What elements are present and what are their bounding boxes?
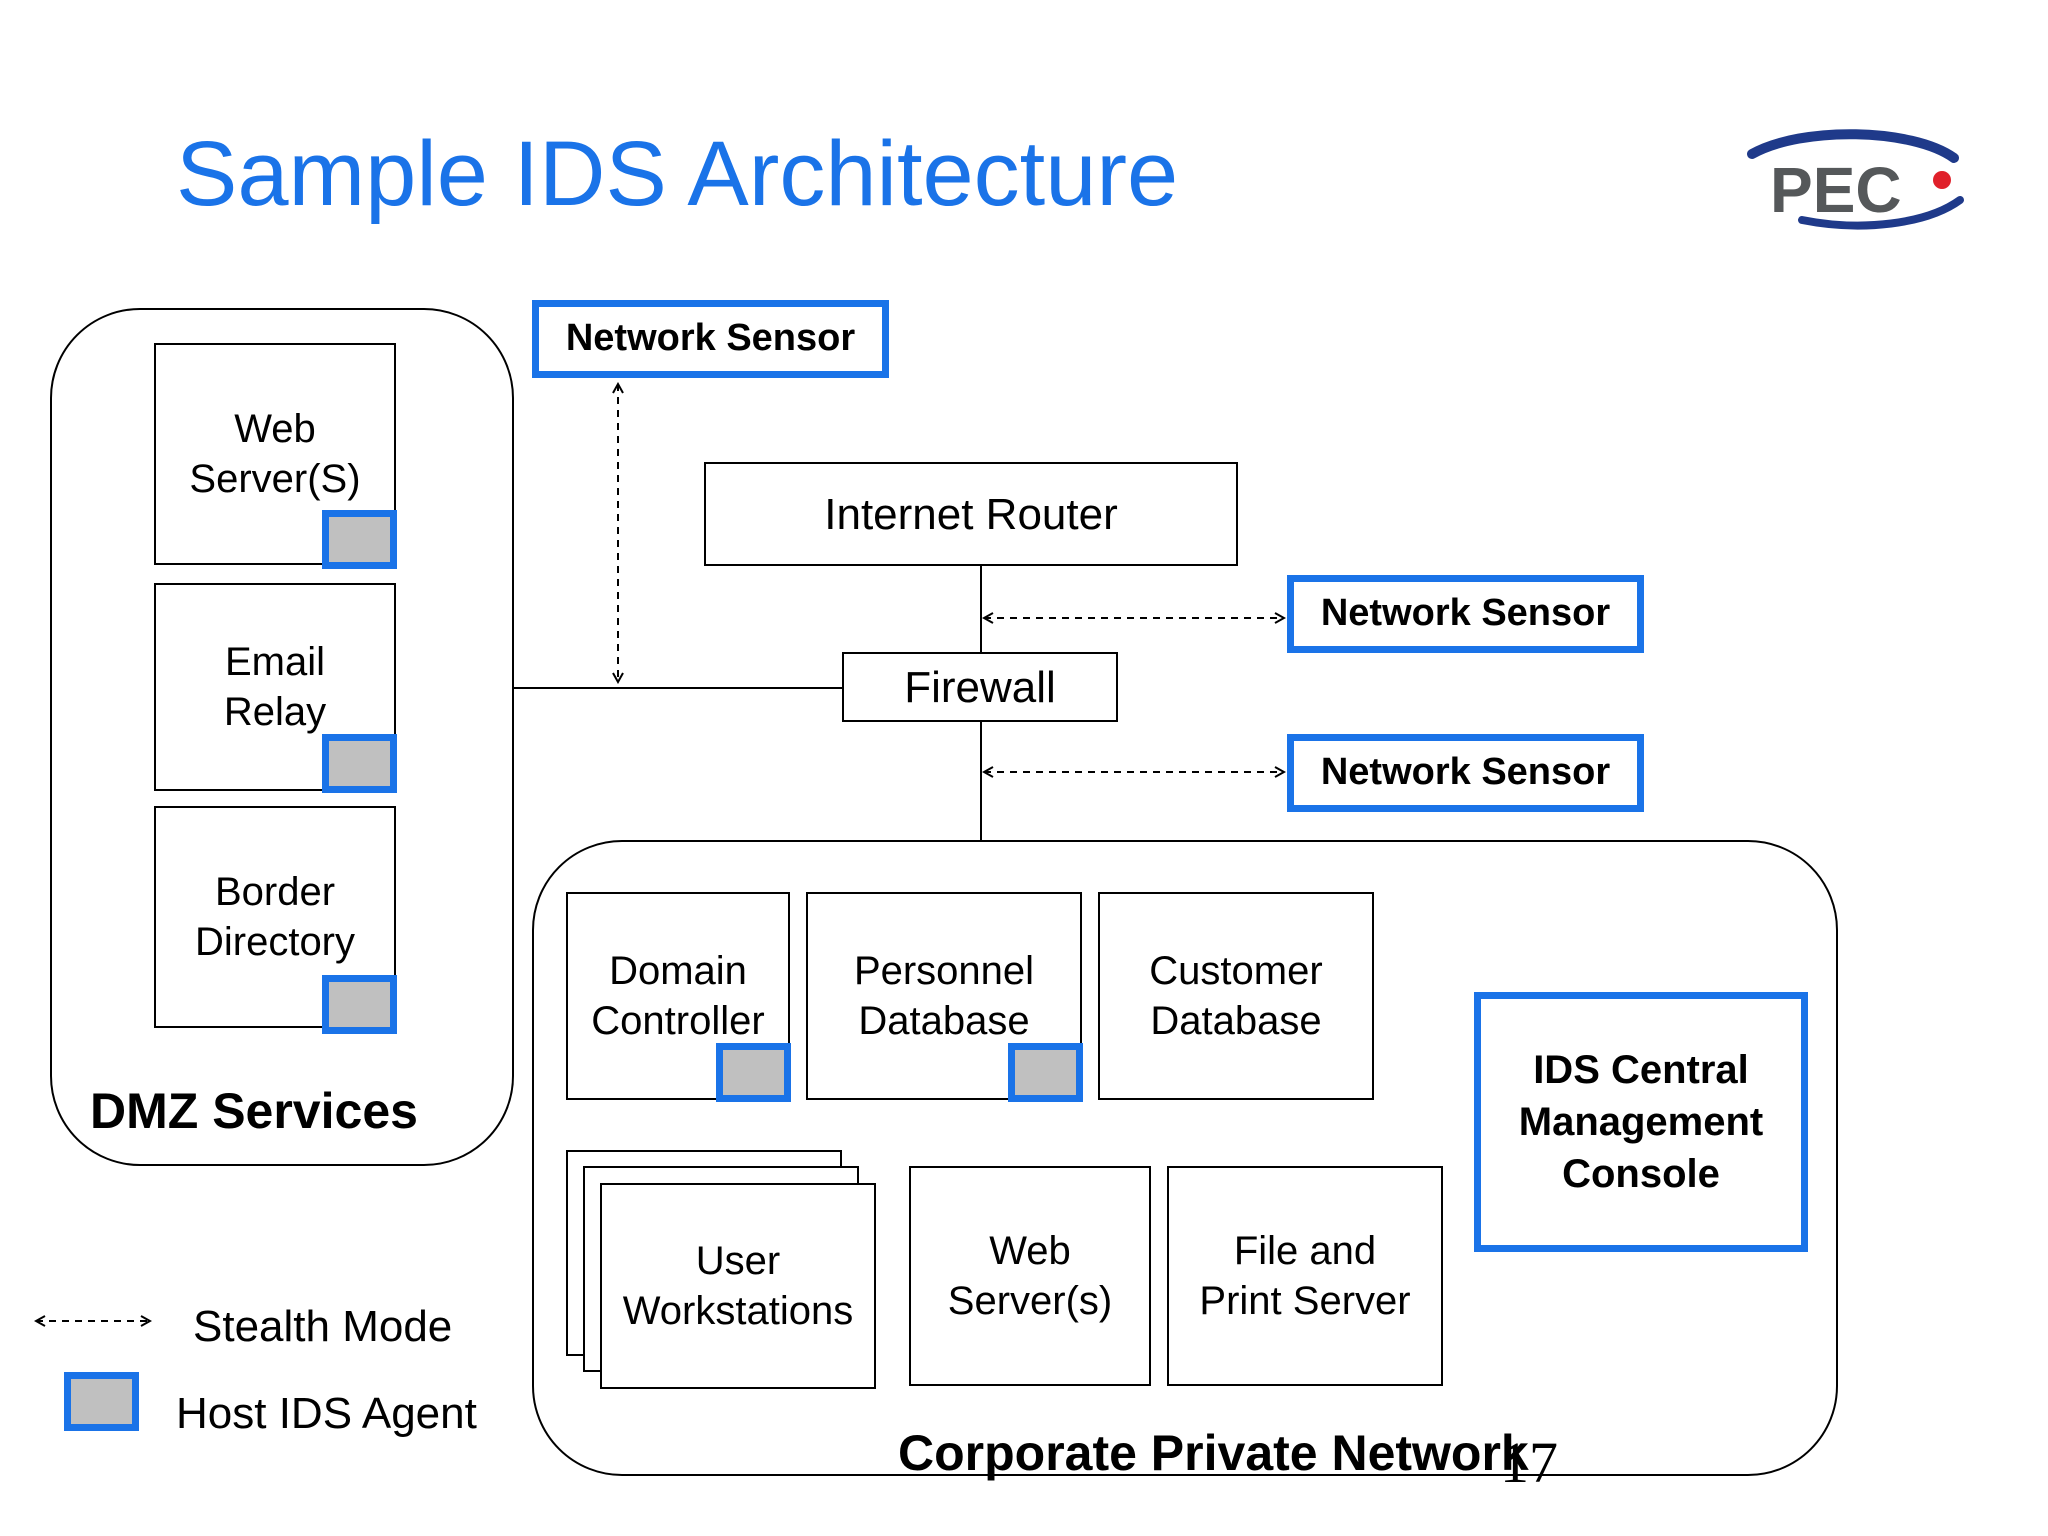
corporate-web-servers-label: Web Server(s) [947,1229,1113,1323]
dmz-border-directory-label: Border Directory [194,870,356,964]
pec-logo-graphic: PEC [1747,129,1964,230]
host-ids-agent-border-directory [322,975,397,1034]
dmz-email-relay-label: Email Relay [223,640,327,734]
network-sensor-top: Network Sensor [532,300,889,378]
network-sensor-middle-label: Network Sensor [1320,592,1611,635]
internet-router: Internet Router [704,462,1238,566]
user-workstations: User Workstations [600,1183,876,1389]
firewall: Firewall [842,652,1118,722]
file-print-server-label: File and Print Server [1199,1229,1411,1323]
host-ids-agent-email-relay [322,734,397,793]
domain-controller-label: Domain Controller [591,949,765,1043]
domain-controller: Domain Controller [566,892,790,1100]
page-number: 17 [1500,1430,1558,1495]
legend-host-ids-agent-label: Host IDS Agent [176,1389,477,1438]
dmz-services-label: DMZ Services [90,1083,418,1139]
logo-text: PEC [1770,154,1902,226]
network-sensor-lower-label: Network Sensor [1320,751,1611,794]
firewall-label: Firewall [904,662,1056,712]
customer-database-label: Customer Database [1149,949,1323,1043]
host-ids-agent-web-server [322,510,397,569]
legend-host-ids-agent-swatch [64,1372,139,1431]
network-sensor-middle: Network Sensor [1287,575,1644,653]
ids-central-management-console: IDS Central Management Console [1474,992,1808,1252]
pec-logo: PEC [1742,128,1972,238]
user-workstations-label: User Workstations [622,1239,854,1333]
ids-console-label: IDS Central Management Console [1518,1048,1764,1196]
network-sensor-lower: Network Sensor [1287,734,1644,812]
host-ids-agent-domain-controller [716,1043,791,1102]
customer-database: Customer Database [1098,892,1374,1100]
corporate-network-label: Corporate Private Network [898,1425,1529,1481]
dmz-web-server-label: Web Server(S) [189,407,361,501]
file-print-server: File and Print Server [1167,1166,1443,1386]
host-ids-agent-personnel-database [1008,1043,1083,1102]
legend-stealth-mode-label: Stealth Mode [193,1302,453,1351]
dmz-border-directory: Border Directory [154,806,396,1028]
personnel-database-label: Personnel Database [853,949,1035,1043]
page-title: Sample IDS Architecture [176,123,1179,225]
corporate-web-servers: Web Server(s) [909,1166,1151,1386]
network-sensor-top-label: Network Sensor [565,317,856,360]
internet-router-label: Internet Router [824,489,1118,539]
